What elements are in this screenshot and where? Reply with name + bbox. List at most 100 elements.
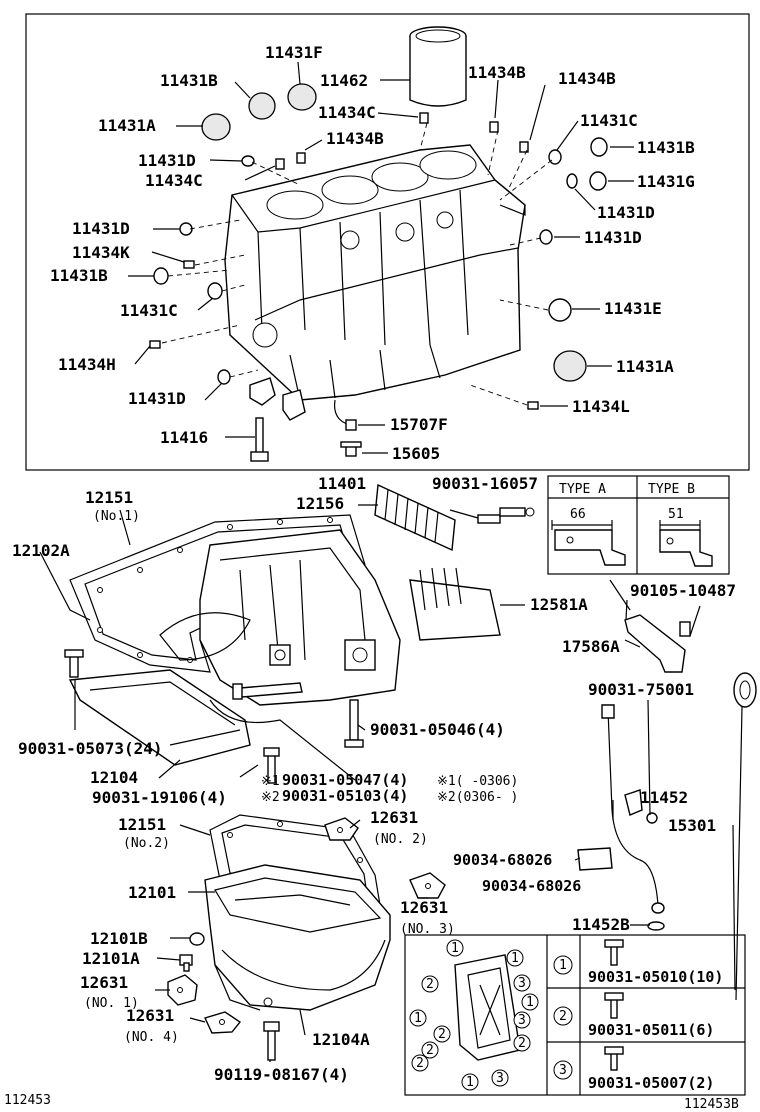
callout: 2 (426, 1043, 434, 1058)
label-12101A: 12101A (82, 949, 140, 968)
dipstick-guide-part (577, 704, 665, 931)
callout: 2 (518, 1036, 526, 1051)
label-12101B: 12101B (90, 929, 148, 948)
mark-2: ※2 (261, 790, 280, 805)
label-12631-3-note: (NO. 3) (400, 922, 455, 937)
footer-right-id: 112453B (684, 1097, 739, 1112)
label-12151-b: 12151 (118, 815, 166, 834)
label-12631-2-note: (NO. 2) (373, 832, 428, 847)
legend-row-3-num: 3 (559, 1063, 567, 1078)
type-a-heading: TYPE A (559, 482, 606, 497)
block-label-leaders (128, 61, 634, 454)
label-11431F: 11431F (265, 43, 323, 62)
part-12581A (409, 567, 501, 641)
bracket-17586A-part (609, 579, 691, 673)
label-11431B-top: 11431B (160, 71, 218, 90)
label-11431D-r1: 11431D (597, 203, 655, 222)
label-90031-05103: 90031-05103(4) (282, 787, 408, 805)
label-90031-05047: 90031-05047(4) (282, 771, 408, 789)
label-11431D-r2: 11431D (584, 228, 642, 247)
label-12104A: 12104A (312, 1030, 370, 1049)
label-11452: 11452 (640, 788, 688, 807)
lower-oil-pan-part (204, 864, 391, 1011)
label-11431D-l: 11431D (72, 219, 130, 238)
dim-b-value: 51 (668, 507, 684, 522)
legend-diagram-callouts: 1 2 2 1 1 3 1 3 2 3 1 2 2 (409, 939, 539, 1091)
callout: 1 (451, 941, 459, 956)
label-90031-19106: 90031-19106(4) (92, 788, 227, 807)
upper-oil-pan-part (159, 529, 401, 706)
bolt-legend: 1 2 2 1 1 3 1 3 2 3 1 2 2 1 90031-05010(… (404, 934, 746, 1096)
label-12631-1-note: (NO. 1) (84, 996, 139, 1011)
label-11431B-r: 11431B (637, 138, 695, 157)
label-11416: 11416 (160, 428, 208, 447)
label-11434B-b: 11434B (558, 69, 616, 88)
legend-row-2-part: 90031-05011(6) (588, 1021, 714, 1039)
pan-labels: 12151 (No.1) 12156 90031-16057 12102A 12… (12, 474, 736, 1084)
label-90031-05073: 90031-05073(24) (18, 739, 163, 758)
label-15605: 15605 (392, 444, 440, 463)
callout: 3 (496, 1071, 504, 1086)
type-box: TYPE A TYPE B 66 51 (547, 475, 730, 575)
label-11434H: 11434H (58, 355, 116, 374)
label-11431G: 11431G (637, 172, 695, 191)
label-15707F: 15707F (390, 415, 448, 434)
note-2: ※2(0306- ) (437, 790, 518, 805)
dim-a-value: 66 (570, 507, 586, 522)
callout: 2 (438, 1027, 446, 1042)
label-12156: 12156 (296, 494, 344, 513)
label-90031-75001: 90031-75001 (588, 680, 694, 699)
legend-row-3-part: 90031-05007(2) (588, 1074, 714, 1092)
cylinder-liner-part (409, 26, 467, 107)
mark-1: ※1 (261, 774, 280, 789)
label-11431B-l: 11431B (50, 266, 108, 285)
note-1: ※1( -0306) (437, 774, 518, 789)
legend-row-1-part: 90031-05010(10) (588, 968, 723, 986)
callout: 1 (526, 995, 534, 1010)
label-11431A-top: 11431A (98, 116, 156, 135)
label-90105-10487: 90105-10487 (630, 581, 736, 600)
label-90034-68026-b: 90034-68026 (482, 877, 581, 895)
callout: 2 (426, 977, 434, 992)
label-90031-16057: 90031-16057 (432, 474, 538, 493)
label-12151-a: 12151 (85, 488, 133, 507)
drain-and-brackets (167, 817, 446, 1034)
label-11431D-a: 11431D (138, 151, 196, 170)
pan-label-leaders (39, 504, 736, 1062)
label-11431C-l: 11431C (120, 301, 178, 320)
label-11434C-b: 11434C (145, 171, 203, 190)
block-labels: 11431F 11462 11431B 11434C 11434B 11434B… (50, 43, 695, 493)
block-frame (25, 13, 750, 471)
callout: 3 (518, 1013, 526, 1028)
label-12581A: 12581A (530, 595, 588, 614)
legend-row-2-num: 2 (559, 1009, 567, 1024)
legend-row-1-num: 1 (559, 958, 567, 973)
label-90034-68026-a: 90034-68026 (453, 851, 552, 869)
label-12151-b-note: (No.2) (123, 836, 170, 851)
label-12631-4-note: (NO. 4) (124, 1030, 179, 1045)
label-11401: 11401 (318, 474, 366, 493)
label-12631-3: 12631 (400, 898, 448, 917)
label-11431E: 11431E (604, 299, 662, 318)
label-11431C-r: 11431C (580, 111, 638, 130)
label-11434L: 11434L (572, 397, 630, 416)
label-12631-1: 12631 (80, 973, 128, 992)
callout: 3 (518, 976, 526, 991)
label-11431D-b: 11431D (128, 389, 186, 408)
ribs-12156-part (374, 483, 456, 552)
label-11452B: 11452B (572, 915, 630, 934)
footer-left-id: 112453 (4, 1093, 51, 1108)
label-12631-4: 12631 (126, 1006, 174, 1025)
type-b-heading: TYPE B (648, 482, 695, 497)
plug-parts (149, 83, 608, 410)
label-11434B-a: 11434B (468, 63, 526, 82)
callout: 1 (466, 1075, 474, 1090)
label-12631-2: 12631 (370, 808, 418, 827)
bearing-cap-part (249, 377, 362, 462)
label-12101: 12101 (128, 883, 176, 902)
label-17586A: 17586A (562, 637, 620, 656)
block-leader-lines (161, 122, 553, 406)
label-90031-05046: 90031-05046(4) (370, 720, 505, 739)
bolt-parts (64, 507, 535, 1061)
